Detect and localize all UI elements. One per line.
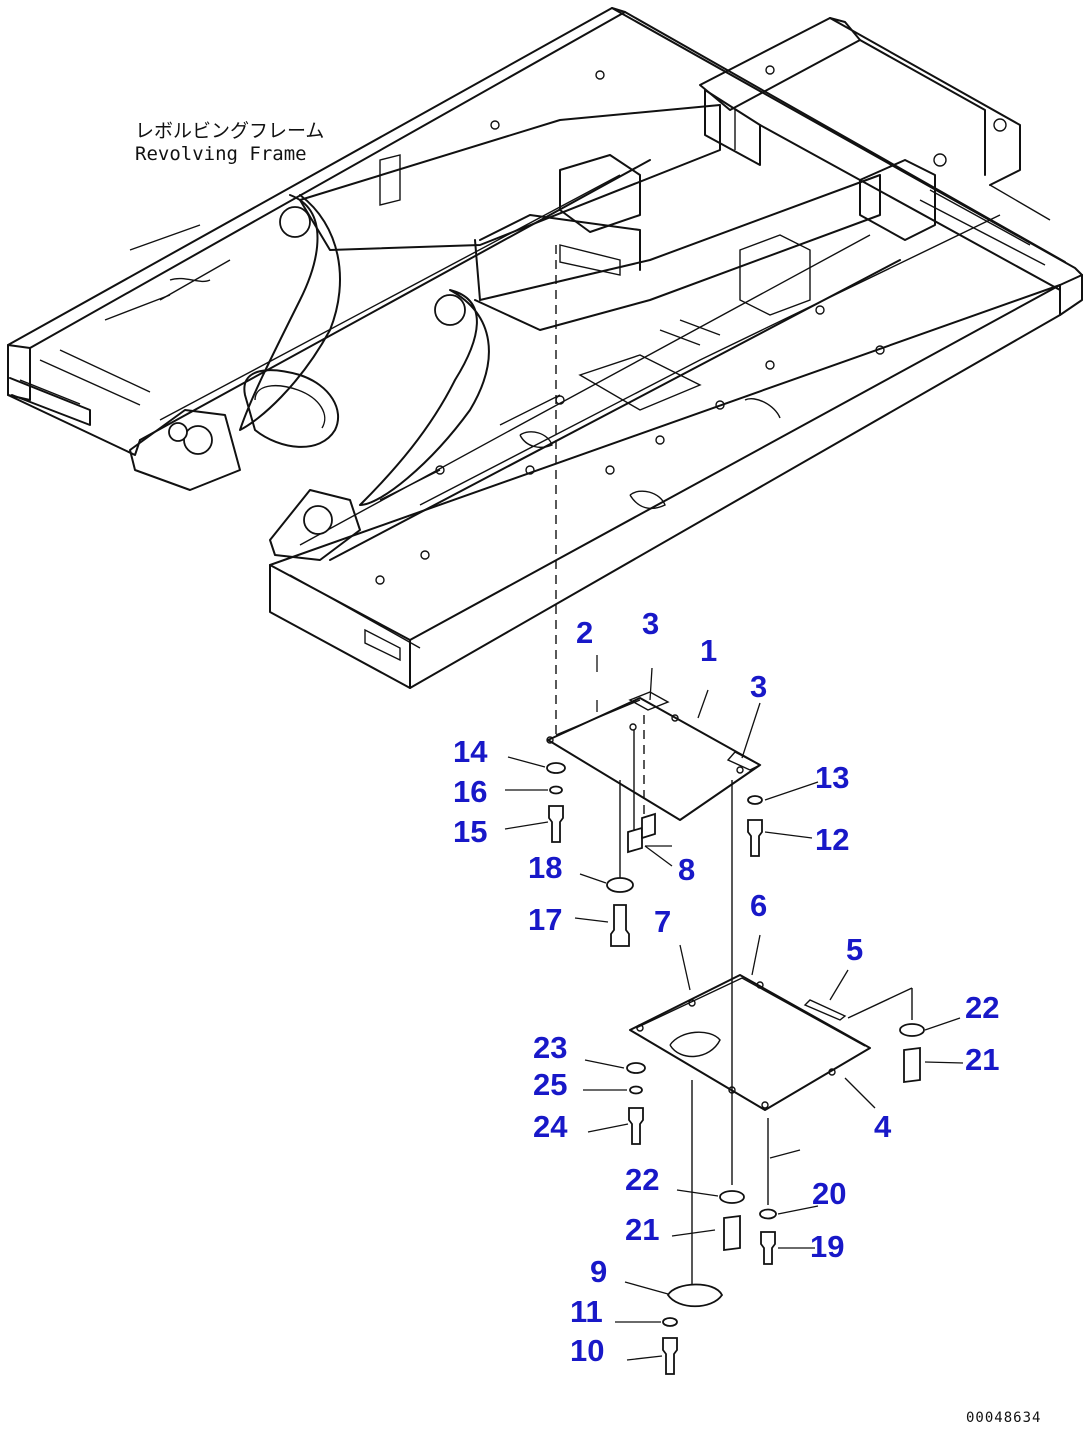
lower-cover-assembly: [629, 974, 913, 1285]
callout-6: 6: [750, 888, 767, 923]
callout-3-upper-left: 3: [642, 606, 659, 641]
callout-4: 4: [874, 1109, 892, 1144]
callout-1: 1: [700, 633, 717, 668]
callout-20: 20: [812, 1176, 846, 1211]
callout-21-right: 21: [965, 1042, 999, 1077]
frame-label-english: Revolving Frame: [135, 143, 307, 165]
callout-18: 18: [528, 850, 562, 885]
drawing-code: 00048634: [966, 1410, 1041, 1426]
callout-numbers: 2 3 1 3 14 16 15 13 12 18 8 17 7 6 5 22 …: [453, 606, 999, 1368]
leader-lines: [504, 655, 964, 1361]
callout-14: 14: [453, 734, 488, 769]
callout-19: 19: [810, 1229, 844, 1264]
callout-21-lower: 21: [625, 1212, 659, 1247]
callout-22-lower: 22: [625, 1162, 659, 1197]
callout-23: 23: [533, 1030, 567, 1065]
frame-label-japanese: レボルビングフレーム: [135, 120, 324, 142]
callout-25: 25: [533, 1067, 567, 1102]
revolving-frame-drawing: [7, 7, 1083, 735]
callout-16: 16: [453, 774, 487, 809]
callout-22-right: 22: [965, 990, 999, 1025]
callout-15: 15: [453, 814, 487, 849]
callout-3-upper-right: 3: [750, 669, 767, 704]
callout-8: 8: [678, 852, 695, 887]
callout-9: 9: [590, 1254, 607, 1289]
upper-cover-assembly: [546, 691, 762, 1185]
callout-5: 5: [846, 932, 863, 967]
callout-11: 11: [570, 1294, 603, 1329]
callout-24: 24: [533, 1109, 568, 1144]
callout-10: 10: [570, 1333, 604, 1368]
callout-12: 12: [815, 822, 849, 857]
callout-17: 17: [528, 902, 562, 937]
callout-13: 13: [815, 760, 849, 795]
frame-detail-marks: [39, 65, 1031, 585]
callout-7: 7: [654, 904, 671, 939]
callout-2: 2: [576, 615, 593, 650]
fastener-hardware: [546, 762, 925, 1375]
